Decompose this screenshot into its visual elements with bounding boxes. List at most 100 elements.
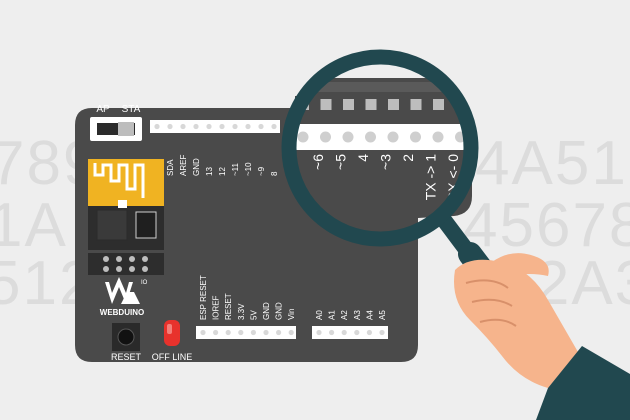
magnified-top-pin — [343, 99, 354, 110]
esp-pin — [129, 256, 135, 262]
magnified-pin-hole — [387, 131, 399, 143]
esp-pin — [129, 266, 135, 272]
bg-text-row1-right: 4A512 — [475, 129, 630, 198]
pin-label: SDA — [166, 159, 175, 176]
magnified-pin-label: ~3 — [378, 154, 394, 170]
magnified-pin-label: 4 — [355, 154, 371, 162]
pin-label: A2 — [340, 310, 349, 320]
pin-hole — [379, 329, 385, 336]
pin-label: GND — [262, 302, 271, 320]
switch-label-sta: STA — [122, 104, 141, 115]
pin-hole — [154, 123, 160, 130]
magnified-pin-hole — [410, 131, 421, 143]
reset-button-label: RESET — [111, 352, 142, 362]
magnified-pin-hole — [320, 131, 331, 143]
magnified-top-pin — [320, 99, 332, 110]
magnified-pin-hole — [432, 131, 444, 143]
antenna-trace — [93, 163, 145, 198]
magnified-top-pin — [388, 99, 399, 110]
bg-text-row2-left: 1A — [0, 191, 68, 260]
offline-led-label: OFF LINE — [152, 352, 193, 362]
hand-palm — [454, 259, 578, 388]
magnified-pin-label: 2 — [400, 154, 416, 162]
offline-led-highlight — [167, 324, 172, 334]
pin-hole — [180, 123, 186, 130]
esp-led — [118, 200, 127, 208]
pin-hole — [206, 123, 212, 130]
brand-superscript: IO — [141, 280, 148, 286]
pin-hole — [276, 329, 282, 336]
pin-hole — [232, 123, 238, 130]
pin-label: A5 — [378, 310, 387, 320]
pin-hole — [193, 123, 199, 130]
pin-label: RESET — [224, 293, 233, 320]
pin-label: AREF — [179, 155, 188, 176]
webduino-logo-icon — [105, 277, 140, 304]
esp-pin — [142, 256, 148, 262]
top-pin-header — [150, 120, 280, 133]
power-pin-header — [196, 326, 296, 339]
esp-pin — [116, 256, 122, 262]
mode-switch-knob — [118, 122, 134, 136]
magnifier-rim — [281, 49, 479, 247]
pin-hole — [258, 123, 264, 130]
magnified-top-pin — [410, 99, 422, 110]
sleeve — [536, 346, 630, 420]
esp-pin-area — [88, 253, 164, 275]
magnified-pin-label: ~6 — [310, 154, 326, 170]
pin-hole — [213, 329, 219, 336]
pin-hole — [271, 123, 277, 130]
esp-pin — [103, 266, 109, 272]
magnified-pin-hole — [297, 131, 309, 143]
esp-pin — [142, 266, 148, 272]
pin-hole — [245, 123, 251, 130]
esp-pin — [116, 266, 122, 272]
pin-hole — [238, 329, 244, 336]
pin-label: ~11 — [231, 162, 240, 176]
pin-label: ~9 — [257, 166, 266, 176]
pin-label: GND — [275, 302, 284, 320]
pin-label: IOREF — [212, 295, 221, 320]
finger-lines — [465, 279, 517, 327]
pin-hole — [316, 329, 322, 336]
magnified-pin-hole — [342, 131, 354, 143]
magnified-pin-hole — [365, 131, 376, 143]
pin-label: 13 — [205, 167, 214, 176]
thumb — [492, 253, 549, 276]
magnified-pin-header — [296, 124, 464, 150]
esp-pin — [103, 256, 109, 262]
pin-label: ESP RESET — [199, 275, 208, 320]
magnified-top-pin — [433, 99, 444, 110]
pin-label: ~10 — [244, 162, 253, 176]
pin-hole — [200, 329, 206, 336]
pin-hole — [225, 329, 231, 336]
pin-hole — [250, 329, 256, 336]
pin-label: A4 — [365, 310, 374, 320]
pin-label: 12 — [218, 167, 227, 176]
hand — [454, 253, 630, 420]
switch-label-ap: AP — [96, 104, 110, 115]
brand-name: WEBDUINO — [100, 308, 144, 317]
pin-label: Vin — [287, 309, 296, 320]
pin-hole — [288, 329, 294, 336]
pin-hole — [219, 123, 225, 130]
pin-label: A1 — [328, 310, 337, 320]
pin-hole — [354, 329, 360, 336]
magnified-pin-label: TX -> 1 — [423, 154, 439, 201]
pin-label: 5V — [249, 310, 258, 320]
pin-hole — [329, 329, 335, 336]
pin-label: 3.3V — [237, 303, 246, 320]
esp-chip — [96, 209, 128, 241]
pin-label: 8 — [270, 171, 279, 176]
offline-led-icon — [164, 320, 180, 346]
esp-flash-chip — [135, 211, 157, 239]
reset-button[interactable] — [117, 328, 135, 346]
bg-text-row2-right: 456789 — [463, 191, 630, 260]
pin-hole — [167, 123, 173, 130]
pin-hole — [263, 329, 269, 336]
magnified-top-pin — [365, 99, 377, 110]
pin-hole — [341, 329, 347, 336]
pin-label: GND — [192, 158, 201, 176]
